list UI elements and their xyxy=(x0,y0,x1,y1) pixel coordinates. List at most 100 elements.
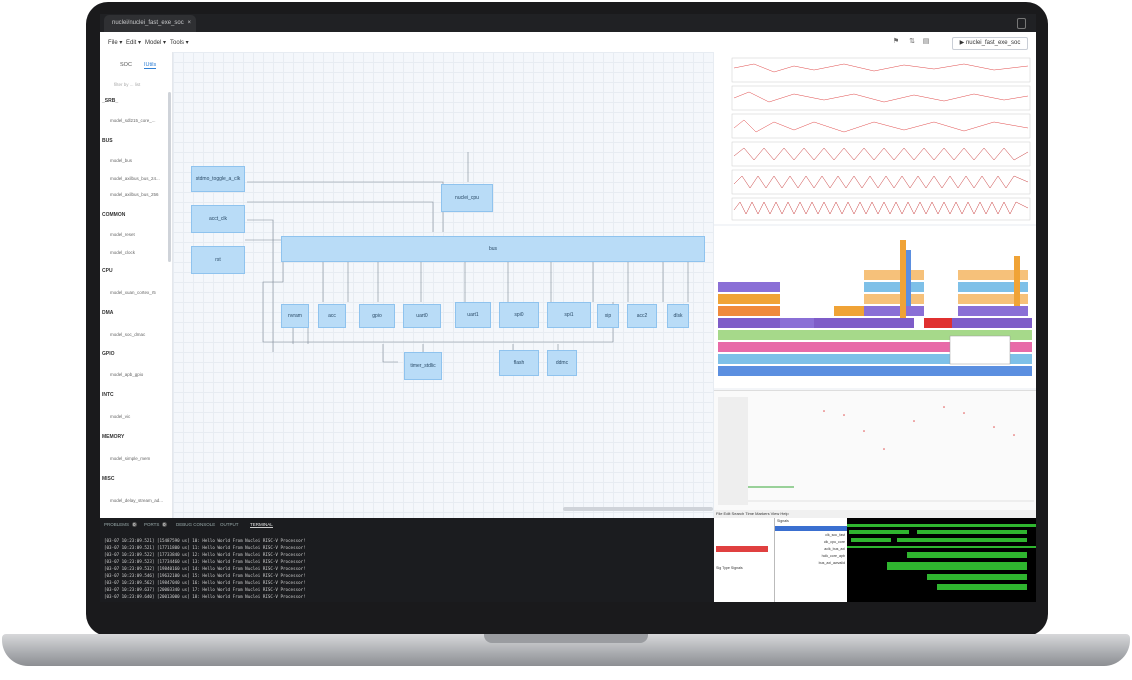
sidebar-item[interactable]: model_xuan_cortex_r5 xyxy=(110,290,156,295)
signal-name[interactable]: clk_soc_fast xyxy=(825,533,845,537)
run-button[interactable]: ▶ nuclei_fast_exe_soc xyxy=(952,37,1028,50)
block-xip[interactable]: xip xyxy=(597,304,619,328)
block-gpio[interactable]: gpio xyxy=(359,304,395,328)
group-cpu[interactable]: CPU xyxy=(102,268,113,274)
tab-soc[interactable]: SOC xyxy=(120,62,132,68)
block-nuclei-cpu[interactable]: nuclei_cpu xyxy=(441,184,493,212)
canvas-scrollbar[interactable] xyxy=(563,507,713,511)
terminal-line: [03-07 10:23:09.640] [20013000 us] 18: H… xyxy=(104,594,306,599)
menu-edit[interactable]: Edit ▾ xyxy=(126,40,142,46)
terminal-line: [03-07 10:23:09.521] [17711800 us] 11: H… xyxy=(104,545,306,550)
tab-iutils[interactable]: IUtils xyxy=(144,62,157,69)
group-srb[interactable]: _SRB_ xyxy=(102,98,119,104)
sidebar-item[interactable]: model_axilbus_bus_24... xyxy=(110,176,160,181)
connection-wires xyxy=(245,152,689,370)
component-sidebar: SOC IUtils filter by ... list _SRB_ mode… xyxy=(100,52,173,518)
tab-output[interactable]: OUTPUT xyxy=(220,522,239,527)
sidebar-item[interactable]: model_apb_gpio xyxy=(110,372,144,377)
waveform-traces xyxy=(847,518,1036,602)
waveform-menu[interactable]: File Edit Search Time Markers View Help xyxy=(714,510,1036,518)
signal-tree: Sig Type Signals xyxy=(714,518,774,602)
terminal-line: [03-07 10:23:09.523] [17734460 us] 13: H… xyxy=(104,559,306,564)
waveform-viewer: File Edit Search Time Markers View Help … xyxy=(714,510,1036,602)
selected-signal[interactable] xyxy=(775,526,847,531)
signal-name[interactable]: hclk_core_apb xyxy=(821,554,845,558)
terminal-line: [03-07 10:23:09.637] [20003340 us] 17: H… xyxy=(104,587,306,592)
chart-icon[interactable]: ▤ xyxy=(922,38,930,45)
block-ddmc[interactable]: ddmc xyxy=(547,350,577,376)
block-timer-stdlic[interactable]: timer_stdlic xyxy=(404,352,442,380)
sidebar-item[interactable]: model_simple_mem xyxy=(110,456,151,461)
editor-tab[interactable]: nuclei/nuclei_fast_exe_soc × xyxy=(104,15,196,32)
signals-header: Signals xyxy=(777,519,789,523)
menu-file[interactable]: File ▾ xyxy=(108,40,123,46)
timeline-flame-chart xyxy=(714,226,1036,388)
tab-ports[interactable]: PORTS xyxy=(144,522,160,527)
block-dlsk[interactable]: dlsk xyxy=(667,304,689,328)
ports-badge: 0 xyxy=(162,522,167,527)
laptop-notch xyxy=(484,634,648,643)
block-acc[interactable]: acc xyxy=(318,304,346,328)
sidebar-item[interactable]: model_delay_stream_ad... xyxy=(110,498,164,503)
group-common[interactable]: COMMON xyxy=(102,212,126,218)
block-uart1[interactable]: uart1 xyxy=(455,302,491,328)
scatter-svg xyxy=(718,397,1034,505)
menu-model[interactable]: Model ▾ xyxy=(145,40,167,46)
selected-scope[interactable] xyxy=(716,546,768,552)
sidebar-item[interactable]: model_bus xyxy=(110,158,133,163)
sidebar-item[interactable]: model_reset xyxy=(110,232,135,237)
signal-name[interactable]: clk_cpu_core xyxy=(823,540,845,544)
problems-badge: 0 xyxy=(132,522,137,527)
block-nvram[interactable]: nvram xyxy=(281,304,309,328)
group-gpio[interactable]: GPIO xyxy=(102,351,115,357)
layout-icon[interactable] xyxy=(1017,18,1026,29)
close-icon[interactable]: × xyxy=(187,20,191,26)
debug-icon[interactable]: ⚑ xyxy=(892,38,900,45)
tab-problems[interactable]: PROBLEMS xyxy=(104,522,130,527)
group-memory[interactable]: MEMORY xyxy=(102,434,125,440)
sidebar-item[interactable]: model_vic xyxy=(110,414,131,419)
menu-tools[interactable]: Tools ▾ xyxy=(170,40,189,46)
sidebar-scrollbar[interactable] xyxy=(168,92,171,262)
terminal-line: [03-07 10:23:09.532] [19840160 us] 14: H… xyxy=(104,566,306,571)
trace-plots xyxy=(714,52,1036,224)
sidebar-item[interactable]: model_clock xyxy=(110,250,136,255)
trace-plot-svg xyxy=(731,57,1031,221)
signal-name[interactable]: aclk_bus_axi xyxy=(824,547,845,551)
terminal-line: [03-07 10:23:09.562] [19847040 us] 16: H… xyxy=(104,580,306,585)
design-canvas[interactable]: stdmo_toggle_a_clk acct_clk rst nuclei_c… xyxy=(173,52,714,518)
screen: nuclei/nuclei_fast_exe_soc × File ▾ Edit… xyxy=(100,14,1036,602)
block-spi0[interactable]: spi0 xyxy=(499,302,539,328)
types-header: Sig Type Signals xyxy=(716,566,743,570)
terminal-line: [03-07 10:23:09.521] [15487590 us] 10: H… xyxy=(104,538,306,543)
timeline-svg xyxy=(718,240,1032,376)
tab-debug-console[interactable]: DEBUG CONSOLE xyxy=(176,522,216,527)
signal-name[interactable]: bus_axi_awvalid xyxy=(818,561,845,565)
block-spi1[interactable]: spi1 xyxy=(547,302,591,328)
block-bus[interactable]: bus xyxy=(281,236,705,262)
block-rst[interactable]: rst xyxy=(191,246,245,274)
block-flash[interactable]: flash xyxy=(499,350,539,376)
block-acc2[interactable]: acc2 xyxy=(627,304,657,328)
group-bus[interactable]: BUS xyxy=(102,138,113,144)
terminal-panel: PROBLEMS 0 PORTS 0 DEBUG CONSOLE OUTPUT … xyxy=(100,518,714,602)
signal-list: Signals clk_soc_fast clk_cpu_core aclk_b… xyxy=(774,518,847,602)
event-scatter-panel xyxy=(714,390,1036,511)
title-tab-bar: nuclei/nuclei_fast_exe_soc × xyxy=(100,14,1036,32)
split-icon[interactable]: ⇅ xyxy=(909,38,915,45)
group-intc[interactable]: INTC xyxy=(102,392,114,398)
sidebar-item[interactable]: model_sdl215_core_... xyxy=(110,118,156,123)
sidebar-item[interactable]: model_axilbus_bus_256 xyxy=(110,192,159,197)
group-dma[interactable]: DMA xyxy=(102,310,114,316)
menu-bar: File ▾ Edit ▾ Model ▾ Tools ▾ ⚑ ⇅ ▤ ▶ nu… xyxy=(100,32,1036,53)
terminal-line: [03-07 10:23:09.522] [17733840 us] 12: H… xyxy=(104,552,306,557)
tab-title: nuclei/nuclei_fast_exe_soc xyxy=(112,20,184,26)
block-toggle-clk[interactable]: stdmo_toggle_a_clk xyxy=(191,166,245,192)
terminal-line: [03-07 10:23:09.546] [19632100 us] 15: H… xyxy=(104,573,306,578)
block-acct-clk[interactable]: acct_clk xyxy=(191,205,245,233)
group-misc[interactable]: MISC xyxy=(102,476,115,482)
sidebar-item[interactable]: model_soc_dmac xyxy=(110,332,146,337)
block-uart0[interactable]: uart0 xyxy=(403,304,441,328)
tab-terminal[interactable]: TERMINAL xyxy=(250,522,273,528)
filter-input[interactable]: filter by ... list xyxy=(114,82,141,87)
